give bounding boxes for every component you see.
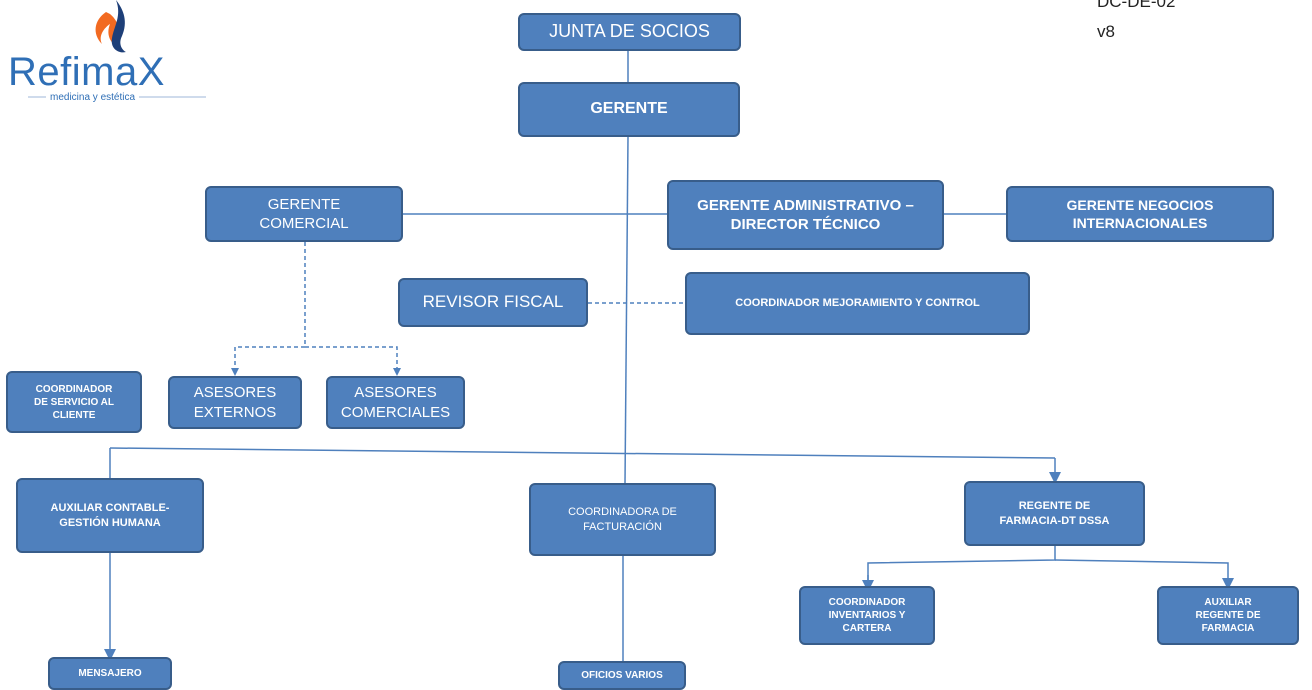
refimax-logo: RefimaX medicina y estética: [6, 0, 216, 110]
document-version: v8: [1097, 22, 1115, 41]
box-oficios-varios: OFICIOS VARIOS: [558, 661, 686, 690]
document-code: DC-DE-02: [1097, 0, 1176, 11]
logo-tagline: medicina y estética: [46, 92, 140, 103]
box-asesores-externos: ASESORES EXTERNOS: [168, 376, 302, 429]
connector-to-auxiliar-regente: [1054, 559, 1234, 590]
connector-main-trunk: [624, 136, 629, 484]
box-coordinador-inventarios: COORDINADOR INVENTARIOS Y CARTERA: [799, 586, 935, 645]
box-mensajero: MENSAJERO: [48, 657, 172, 690]
box-asesores-comerciales: ASESORES COMERCIALES: [326, 376, 465, 429]
box-coordinadora-facturacion: COORDINADORA DE FACTURACIÓN: [529, 483, 716, 556]
logo-wordmark: RefimaX: [8, 50, 165, 94]
box-regente-farmacia: REGENTE DE FARMACIA-DT DSSA: [964, 481, 1145, 546]
box-gerente-comercial: GERENTE COMERCIAL: [205, 186, 403, 242]
box-auxiliar-contable: AUXILIAR CONTABLE- GESTIÓN HUMANA: [16, 478, 204, 553]
box-coordinador-servicio-cliente: COORDINADOR DE SERVICIO AL CLIENTE: [6, 371, 142, 433]
box-gerente-administrativo: GERENTE ADMINISTRATIVO – DIRECTOR TÉCNIC…: [667, 180, 944, 250]
box-gerente: GERENTE: [518, 82, 740, 137]
connector-distribution: [109, 447, 1056, 459]
connector-comercial-asesores: [234, 242, 306, 373]
box-junta-de-socios: JUNTA DE SOCIOS: [518, 13, 741, 51]
box-auxiliar-regente: AUXILIAR REGENTE DE FARMACIA: [1157, 586, 1299, 645]
connector-regente-split: [867, 546, 1056, 584]
box-revisor-fiscal: REVISOR FISCAL: [398, 278, 588, 327]
box-gerente-negocios: GERENTE NEGOCIOS INTERNACIONALES: [1006, 186, 1274, 242]
box-coordinador-mejoramiento: COORDINADOR MEJORAMIENTO Y CONTROL: [685, 272, 1030, 335]
